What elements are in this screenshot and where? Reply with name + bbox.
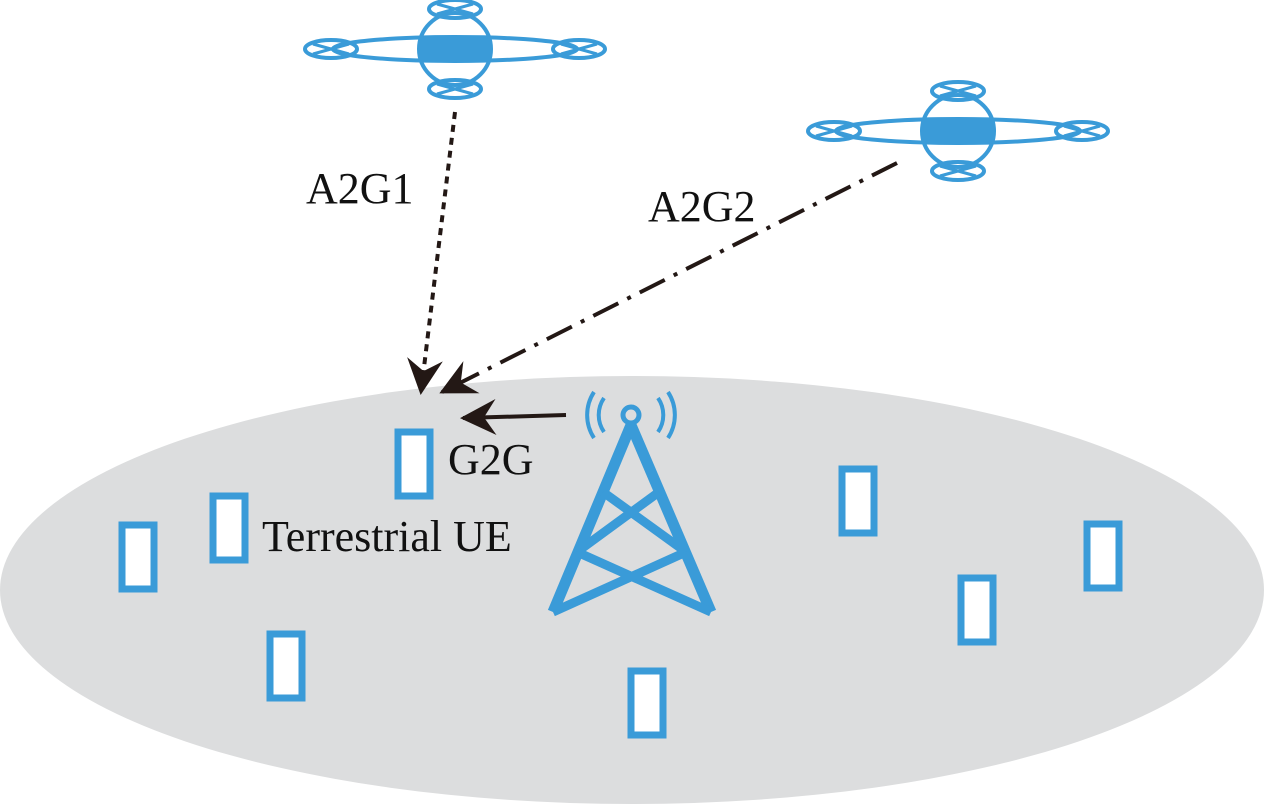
g2g-link: [460, 399, 567, 436]
phone-icon: [122, 525, 154, 589]
phone-icon: [842, 469, 874, 533]
a2g1-label: A2G1: [306, 164, 414, 213]
a2g1-link: [407, 111, 457, 395]
a2g2-label: A2G2: [648, 182, 756, 231]
coverage-area: [0, 376, 1264, 804]
phone-icon: [270, 634, 302, 698]
phone-icon: [213, 496, 245, 560]
phone-icon: [961, 578, 993, 642]
cell-tower-icon: [547, 390, 717, 617]
terrestrial-ue-label: Terrestrial UE: [262, 512, 512, 561]
phone-icon: [1087, 524, 1119, 588]
phone-icon: [631, 671, 663, 735]
g2g-label: G2G: [448, 435, 534, 484]
drone-icon: [305, 0, 605, 98]
phone-icon: [398, 432, 430, 496]
a2g2-link: [439, 161, 898, 394]
drone-icon: [808, 82, 1108, 180]
